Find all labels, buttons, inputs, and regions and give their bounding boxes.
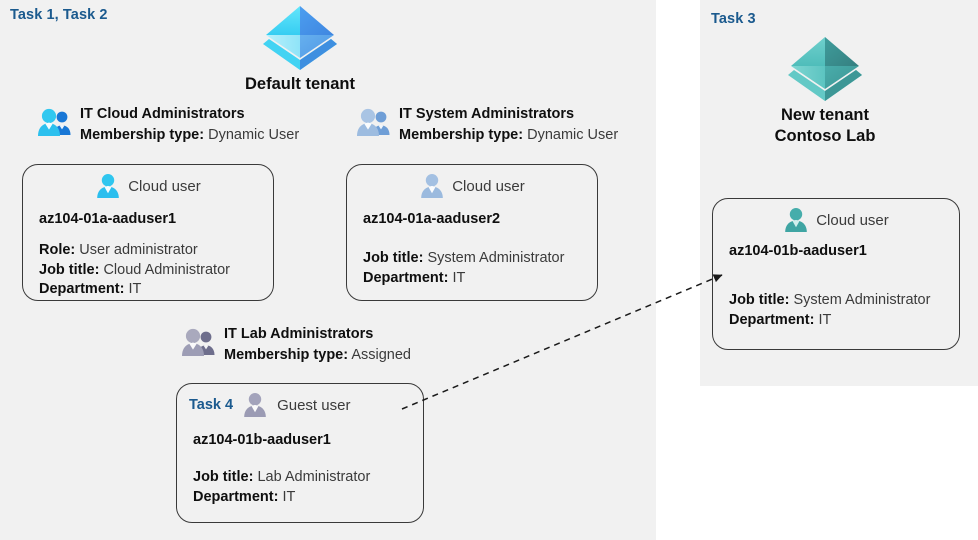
group-users-icon (357, 108, 390, 136)
user-property-department: Department: IT (363, 269, 597, 289)
user-property-job-title: Job title: Cloud Administrator (39, 261, 273, 281)
group-membership-type: Membership type: Dynamic User (80, 125, 299, 146)
user-card-az104-01b-aaduser1[interactable]: Cloud user az104-01b-aaduser1 Job title:… (712, 198, 960, 350)
user-property-department: Department: IT (729, 311, 959, 331)
user-properties: Job title: System Administrator Departme… (713, 291, 959, 330)
user-principal-name: az104-01b-aaduser1 (729, 243, 867, 259)
property-value: User administrator (79, 242, 198, 258)
task-label-1-2: Task 1, Task 2 (10, 7, 108, 23)
group-membership-label: Membership type: (80, 127, 205, 143)
cloud-user-icon (785, 208, 808, 232)
property-value: IT (452, 269, 466, 286)
group-membership-label: Membership type: (224, 347, 349, 363)
card-header: Cloud user (23, 171, 273, 201)
user-property-role: Role: User administrator (39, 241, 273, 261)
user-property-job-title: Job title: Lab Administrator (193, 468, 423, 488)
group-membership-value: Assigned (351, 347, 411, 363)
user-card-az104-01a-aaduser2[interactable]: Cloud user az104-01a-aaduser2 Job title:… (346, 164, 598, 301)
default-tenant-block: Default tenant (205, 2, 395, 95)
default-tenant-name: Default tenant (244, 75, 355, 93)
task-label-3: Task 3 (711, 11, 756, 27)
group-title: IT Cloud Administrators (80, 106, 245, 122)
user-properties: Role: User administrator Job title: Clou… (23, 241, 273, 300)
user-property-job-title: Job title: System Administrator (729, 291, 959, 311)
card-header: Task 4 Guest user (177, 390, 423, 420)
group-it-cloud-administrators: IT Cloud Administrators Membership type:… (36, 104, 299, 146)
user-card-az104-01a-aaduser1[interactable]: Cloud user az104-01a-aaduser1 Role: User… (22, 164, 274, 301)
user-type-label: Guest user (277, 396, 351, 414)
guest-user-icon (244, 393, 266, 417)
user-type-label: Cloud user (452, 177, 525, 195)
user-principal-name: az104-01b-aaduser1 (193, 432, 331, 448)
azure-ad-tenant-pyramid-icon (788, 37, 862, 101)
default-tenant-panel (0, 0, 656, 540)
user-property-department: Department: IT (39, 280, 273, 300)
task-label-4: Task 4 (189, 397, 234, 413)
card-header: Cloud user (347, 171, 597, 201)
property-value: IT (818, 311, 832, 328)
user-principal-name: az104-01a-aaduser2 (363, 211, 501, 227)
group-title: IT System Administrators (399, 106, 575, 122)
user-card-guest-az104-01b-aaduser1[interactable]: Task 4 Guest user az104-01b-aaduser1 Job… (176, 383, 424, 523)
property-value: System Administrator (793, 292, 931, 308)
user-properties: Job title: System Administrator Departme… (347, 249, 597, 288)
user-property-department: Department: IT (193, 488, 423, 508)
cloud-user-icon (97, 174, 120, 198)
property-label: Department: (729, 311, 815, 328)
property-label: Role: (39, 242, 76, 258)
new-tenant-block: New tenant Contoso Lab (730, 33, 920, 147)
user-type-label: Cloud user (816, 211, 889, 229)
group-membership-type: Membership type: Dynamic User (399, 125, 618, 146)
new-tenant-name-line2: Contoso Lab (774, 127, 876, 145)
new-tenant-name-line1: New tenant (780, 106, 869, 124)
user-type-label: Cloud user (128, 177, 201, 195)
group-membership-label: Membership type: (399, 127, 524, 143)
card-header: Cloud user (713, 205, 959, 235)
group-it-lab-administrators: IT Lab Administrators Membership type: A… (180, 324, 411, 366)
property-label: Job title: (193, 469, 254, 485)
group-membership-value: Dynamic User (208, 127, 300, 143)
property-value: Cloud Administrator (103, 261, 230, 278)
user-principal-name: az104-01a-aaduser1 (39, 211, 177, 227)
group-title: IT Lab Administrators (224, 326, 374, 342)
group-membership-value: Dynamic User (527, 127, 619, 143)
property-value: IT (282, 488, 296, 505)
group-users-icon (38, 108, 71, 136)
property-label: Department: (193, 488, 279, 505)
user-properties: Job title: Lab Administrator Department:… (177, 468, 423, 507)
property-label: Job title: (729, 292, 790, 308)
property-value: IT (128, 281, 142, 297)
group-users-icon (182, 328, 215, 356)
azure-ad-tenant-pyramid-icon (263, 6, 337, 70)
cloud-user-icon (421, 174, 444, 198)
property-value: System Administrator (427, 250, 565, 266)
user-property-job-title: Job title: System Administrator (363, 249, 597, 269)
group-it-system-administrators: IT System Administrators Membership type… (355, 104, 618, 146)
property-label: Job title: (363, 250, 424, 266)
property-label: Job title: (39, 261, 100, 278)
group-membership-type: Membership type: Assigned (224, 345, 411, 366)
property-label: Department: (363, 269, 449, 286)
property-value: Lab Administrator (257, 469, 371, 485)
property-label: Department: (39, 281, 125, 297)
